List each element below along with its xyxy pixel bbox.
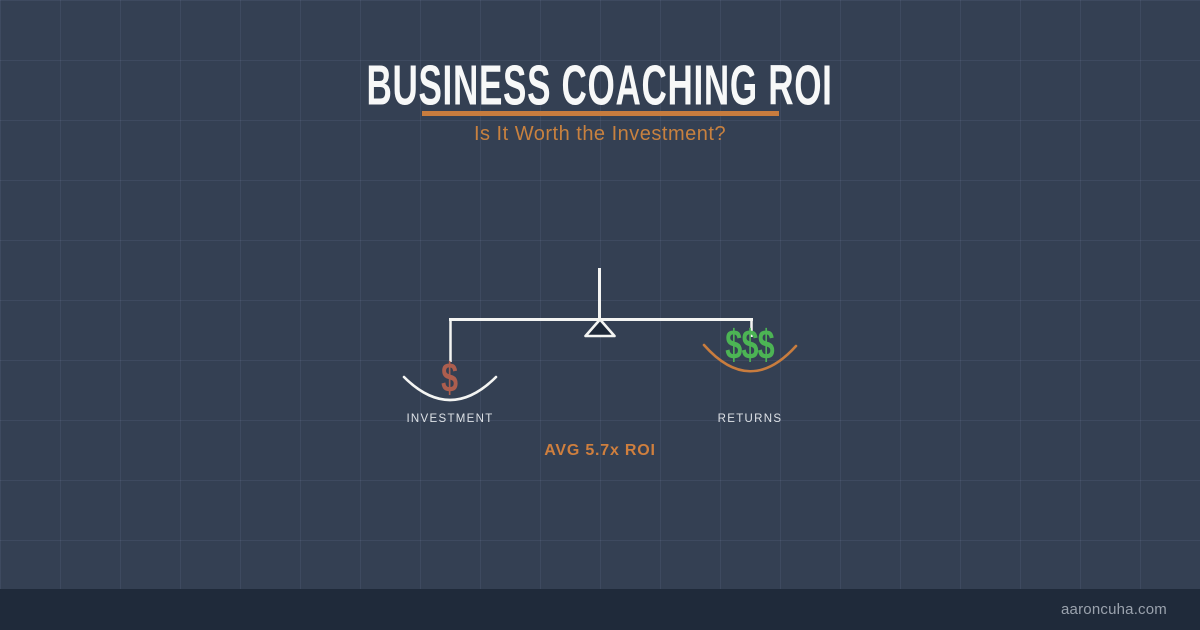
footer-bar: aaroncuha.com — [0, 589, 1200, 630]
investment-dollar-text: $ — [441, 355, 459, 403]
returns-pan-arc — [702, 343, 798, 373]
investment-pan-arc — [402, 375, 498, 402]
returns-dollar-text: $$$ — [725, 320, 775, 368]
returns-label: RETURNS — [717, 413, 783, 425]
roi-stat: AVG 5.7x ROI — [544, 442, 656, 459]
page-title: BUSINESS COACHING ROI — [0, 54, 1200, 118]
website-url: aaroncuha.com — [1061, 601, 1167, 618]
title-underline — [422, 111, 779, 116]
fulcrum-triangle-icon — [584, 318, 616, 338]
investment-label: INVESTMENT — [406, 413, 494, 425]
investment-dollar-symbol: $ — [400, 355, 500, 403]
page-title-text: BUSINESS COACHING ROI — [366, 54, 834, 118]
subtitle: Is It Worth the Investment? — [473, 123, 727, 145]
returns-dollar-symbol: $$$ — [700, 321, 800, 368]
